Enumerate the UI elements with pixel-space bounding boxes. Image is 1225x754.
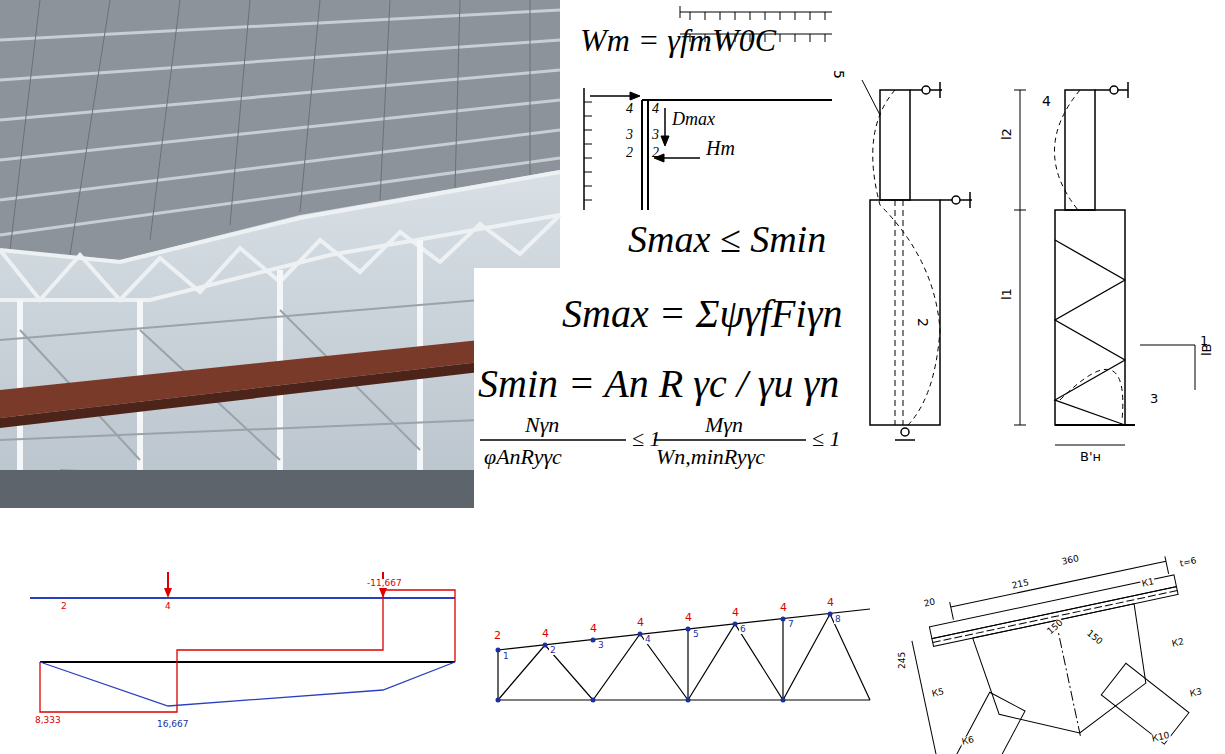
- callout-number: 4: [1042, 94, 1051, 108]
- formula: Mγn: [705, 414, 743, 436]
- node-number: 7: [787, 620, 795, 629]
- weld-label: К2: [1170, 637, 1186, 649]
- load-label: 4: [826, 597, 835, 608]
- dimension: t=6: [1178, 556, 1198, 569]
- callout-number: 2: [916, 318, 930, 327]
- dimension: l1: [1000, 288, 1013, 300]
- force-label: Dmax: [672, 110, 715, 128]
- callout-number: 5: [832, 70, 846, 79]
- formula: Smax ≤ Smin: [628, 220, 826, 258]
- node-number: 2: [60, 602, 68, 611]
- truss-diagram: [496, 609, 871, 703]
- node-number: 8: [834, 615, 842, 624]
- dimension: l2: [1000, 128, 1013, 140]
- section-mark: 2: [652, 146, 659, 160]
- weld-label: К3: [1188, 687, 1204, 699]
- load-label: 4: [779, 602, 788, 613]
- load-label: 4: [589, 623, 598, 634]
- node-number: 1: [502, 652, 510, 661]
- callout-number: 3: [1150, 392, 1158, 405]
- load-label: 4: [541, 628, 550, 639]
- section-mark: 3: [652, 128, 659, 142]
- node-number: 4: [644, 635, 652, 644]
- dimension: B'н: [1080, 450, 1101, 463]
- node-number: 3: [597, 641, 605, 650]
- dimension: 245: [898, 651, 907, 670]
- node-number: 5: [692, 630, 700, 639]
- load-label: 4: [731, 607, 740, 618]
- column-schemes: [862, 80, 1195, 445]
- value-label: 16,667: [156, 720, 190, 729]
- weld-label: К6: [960, 735, 976, 747]
- value-label: 8,333: [34, 716, 62, 725]
- load-label: 4: [636, 617, 645, 628]
- node-number: 2: [549, 646, 557, 655]
- formula: Smin = An R γc / γu γn: [478, 364, 839, 404]
- weld-label: К5: [930, 687, 946, 699]
- formula: Smax = ΣψγfFiγn: [562, 294, 842, 334]
- load-label: 2: [493, 630, 502, 641]
- dimension: 215: [1010, 578, 1031, 591]
- dimension: 150: [1084, 628, 1104, 647]
- force-label: Hm: [706, 138, 735, 158]
- section-mark: 2: [626, 146, 633, 160]
- weld-label: К1: [1140, 577, 1156, 589]
- formula: Nγn: [525, 414, 559, 436]
- dimension: 150: [1045, 618, 1065, 637]
- node-number: 4: [164, 602, 172, 611]
- section-mark: 3: [626, 128, 633, 142]
- dimension: 360: [1060, 554, 1081, 567]
- dimension: lB: [1200, 343, 1213, 356]
- formula: Wm = γfmW0C: [580, 24, 776, 56]
- value-label: -11,667: [366, 579, 403, 588]
- formula: ≤ 1: [812, 428, 841, 450]
- load-label: 4: [684, 612, 693, 623]
- beam-diagram: [30, 572, 455, 712]
- formula: φAnRyγc: [484, 446, 562, 468]
- section-mark: 4: [652, 102, 659, 116]
- dimension: 20: [922, 597, 937, 609]
- section-mark: 4: [626, 102, 633, 116]
- node-number: 6: [739, 625, 747, 634]
- weld-label: К10: [1150, 731, 1171, 744]
- node-detail: [906, 555, 1208, 754]
- formula: Wn,minRyγc: [656, 446, 765, 468]
